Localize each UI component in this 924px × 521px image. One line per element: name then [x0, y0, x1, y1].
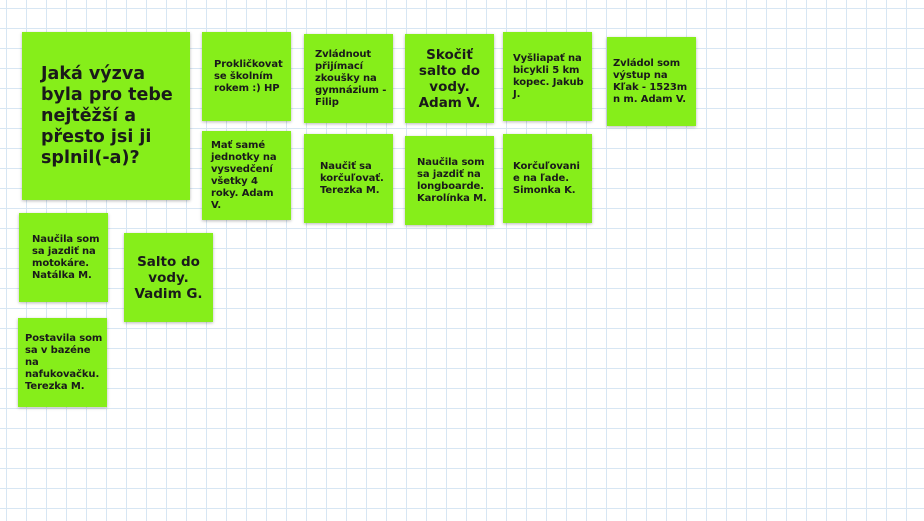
sticky-note-text: Prokličkovat se školním rokem :) HP: [214, 58, 283, 94]
sticky-note-text: Skočiť salto do vody. Adam V.: [418, 46, 481, 111]
sticky-note[interactable]: Mať samé jednotky na vysvedčení všetky 4…: [202, 131, 291, 220]
sticky-note[interactable]: Postavila som sa v bazéne na nafukovačku…: [18, 318, 107, 407]
sticky-note[interactable]: Salto do vody. Vadim G.: [124, 233, 213, 322]
sticky-note-text: Jaká výzva byla pro tebe nejtěžší a přes…: [41, 63, 173, 168]
sticky-note-text: Naučila som sa jazdiť na motokáre. Natál…: [32, 233, 100, 281]
sticky-note[interactable]: Zvládnout přijímací zkoušky na gymnázium…: [304, 34, 393, 123]
sticky-note[interactable]: Naučiť sa korčuľovať. Terezka M.: [304, 134, 393, 223]
sticky-note-text: Zvládol som výstup na Kľak - 1523m n m. …: [613, 57, 688, 105]
sticky-note-text: Postavila som sa v bazéne na nafukovačku…: [25, 332, 103, 392]
sticky-note[interactable]: Vyšliapať na bicykli 5 km kopec. Jakub J…: [503, 32, 592, 121]
sticky-note-text: Zvládnout přijímací zkoušky na gymnázium…: [315, 48, 387, 108]
sticky-note-question[interactable]: Jaká výzva byla pro tebe nejtěžší a přes…: [22, 32, 190, 200]
sticky-note[interactable]: Zvládol som výstup na Kľak - 1523m n m. …: [607, 37, 696, 126]
sticky-note-text: Korčuľovanie na ľade. Simonka K.: [513, 160, 580, 196]
sticky-note-text: Naučila som sa jazdiť na longboarde. Kar…: [417, 156, 487, 204]
sticky-note-text: Salto do vody. Vadim G.: [134, 253, 203, 302]
sticky-note-text: Mať samé jednotky na vysvedčení všetky 4…: [211, 139, 277, 211]
sticky-note[interactable]: Naučila som sa jazdiť na motokáre. Natál…: [19, 213, 108, 302]
sticky-note[interactable]: Korčuľovanie na ľade. Simonka K.: [503, 134, 592, 223]
sticky-note-text: Naučiť sa korčuľovať. Terezka M.: [320, 160, 384, 196]
sticky-note[interactable]: Prokličkovat se školním rokem :) HP: [202, 32, 291, 121]
sticky-note[interactable]: Naučila som sa jazdiť na longboarde. Kar…: [405, 136, 494, 225]
sticky-note-text: Vyšliapať na bicykli 5 km kopec. Jakub J…: [513, 52, 584, 100]
sticky-note[interactable]: Skočiť salto do vody. Adam V.: [405, 34, 494, 123]
